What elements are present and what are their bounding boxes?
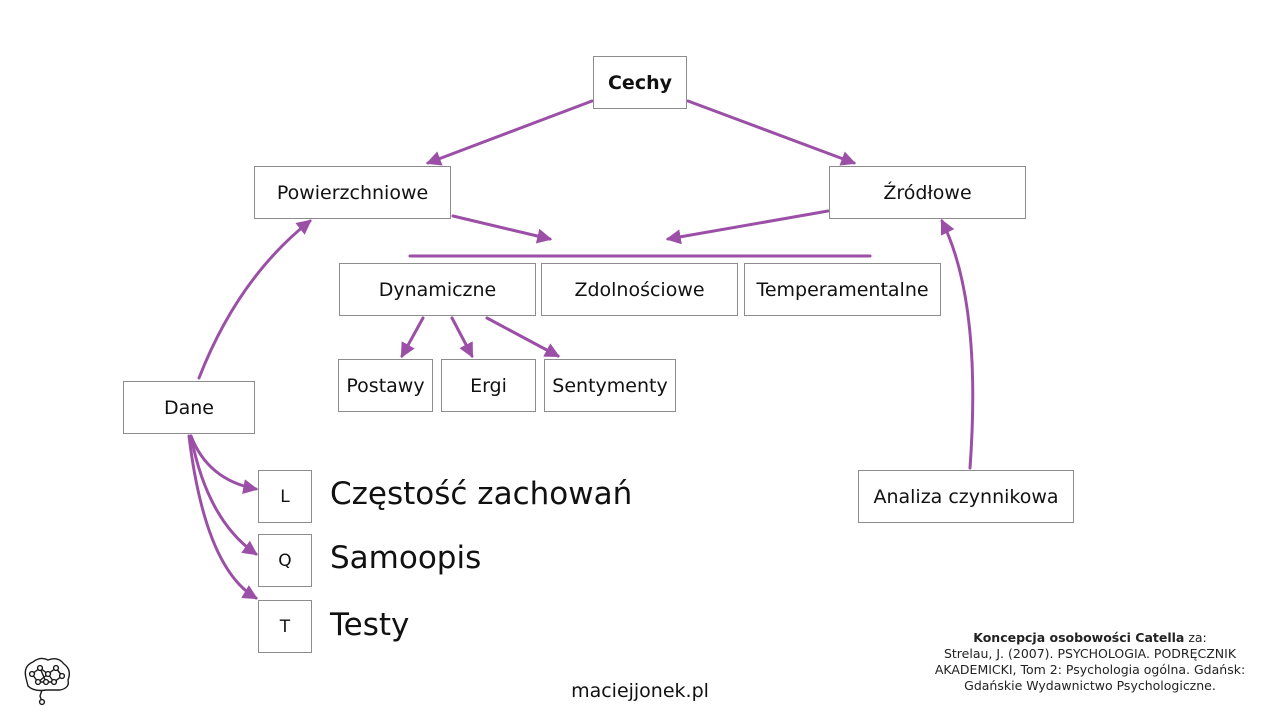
node-sentymenty: Sentymenty xyxy=(544,359,676,412)
node-cechy: Cechy xyxy=(593,56,687,109)
node-dynamiczne: Dynamiczne xyxy=(339,263,536,316)
arrow-dane-to-t xyxy=(187,434,258,600)
arrow-zrodlowe-to-categories xyxy=(665,209,830,245)
reference-line: AKADEMICKI, Tom 2: Psychologia ogólna. G… xyxy=(934,662,1246,677)
node-powierzchniowe: Powierzchniowe xyxy=(254,166,451,219)
arrow-dane-to-l xyxy=(189,434,259,495)
data-type-t-box: T xyxy=(258,600,312,653)
arrow-dane-to-q xyxy=(189,434,258,556)
arrow-dynamiczne-to-postawy xyxy=(400,316,425,358)
node-dane: Dane xyxy=(123,381,255,434)
data-type-l-label: Częstość zachowań xyxy=(330,476,633,512)
arrow-dynamiczne-to-ergi xyxy=(450,316,474,358)
reference-title: Koncepcja osobowości Catella xyxy=(973,630,1185,645)
reference-note: Koncepcja osobowości Catella za: Strelau… xyxy=(920,630,1260,694)
data-type-q-box: Q xyxy=(258,534,312,587)
node-zrodlowe: Źródłowe xyxy=(829,166,1026,219)
footer-site: maciejjonek.pl xyxy=(571,680,709,702)
arrow-dane-to-powierzchniowe xyxy=(197,219,312,380)
node-analiza-czynnikowa: Analiza czynnikowa xyxy=(858,470,1074,523)
reference-title-suffix: za: xyxy=(1184,630,1207,645)
arrow-analiza-to-zrodlowe xyxy=(940,218,975,470)
reference-line: Strelau, J. (2007). PSYCHOLOGIA. PODRĘCZ… xyxy=(943,646,1237,661)
data-type-q-label: Samoopis xyxy=(330,540,482,576)
arrow-dynamiczne-to-sentymenty xyxy=(485,316,560,358)
arrow-cechy-to-powierzchniowe xyxy=(425,99,594,166)
brain-network-icon xyxy=(24,657,71,706)
arrow-powierzchniowe-to-categories xyxy=(451,214,553,244)
arrow-cechy-to-zrodlowe xyxy=(686,99,857,166)
reference-line: Gdańskie Wydawnictwo Psychologiczne. xyxy=(964,678,1216,693)
node-zdolnosciowe: Zdolnościowe xyxy=(541,263,738,316)
node-postawy: Postawy xyxy=(338,359,433,412)
data-type-t-label: Testy xyxy=(330,607,410,643)
node-temperamentalne: Temperamentalne xyxy=(744,263,941,316)
data-type-l-box: L xyxy=(258,470,312,523)
node-ergi: Ergi xyxy=(441,359,536,412)
